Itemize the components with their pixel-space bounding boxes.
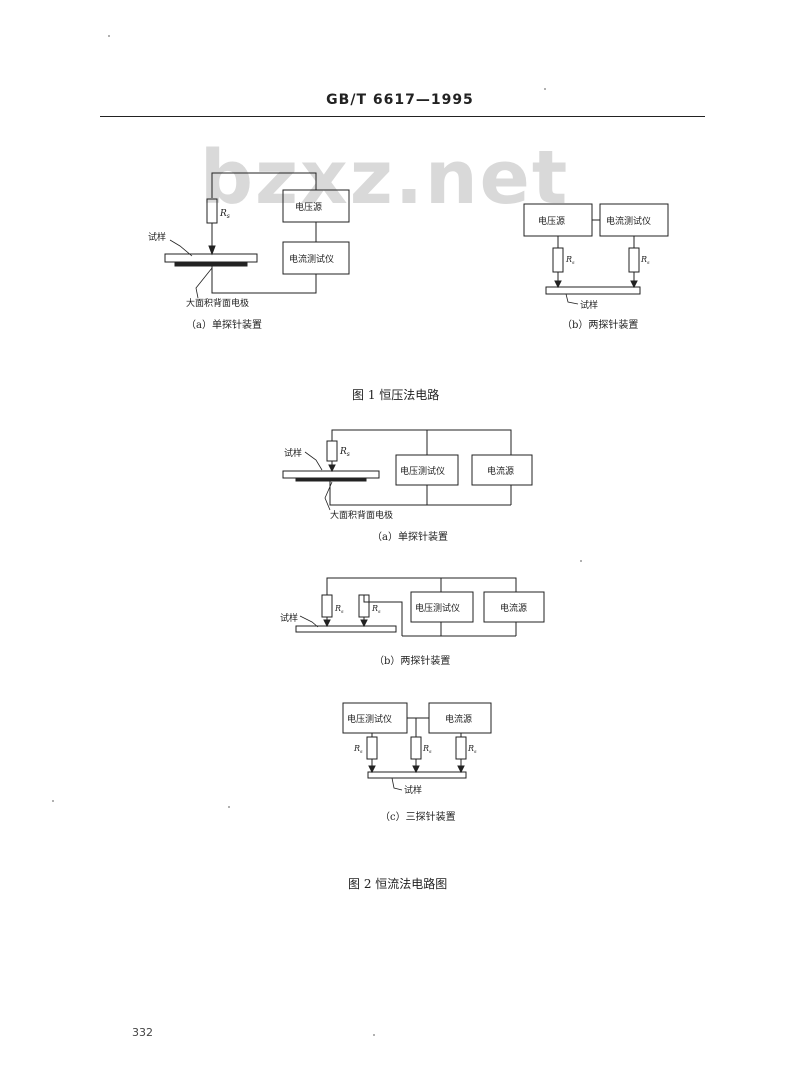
watermark: bzxz.net [200,135,570,221]
fig2c-resistor-middle [410,736,422,760]
fig2b-caption: （b）两探针装置 [374,656,451,667]
scan-speck [373,1034,375,1036]
fig1a-caption: （a）单探针装置 [186,320,262,331]
scan-speck [228,806,230,808]
fig1b-voltage-source-label: 电压源 [538,215,565,227]
fig1b-resistor-right-label: Rs [640,255,650,266]
fig2a-resistor-label: Rs [339,447,350,458]
scan-speck [544,88,546,90]
fig1b-caption: （b）两探针装置 [562,320,639,331]
figure1-caption: 图 1 恒压法电路 [352,388,440,402]
fig2a-sample-label: 试样 [284,447,302,459]
fig2b-resistor-left [321,594,333,618]
fig2b-sample-label: 试样 [280,612,298,624]
fig2c-resistor-left [366,736,378,760]
fig2c-caption: （c）三探针装置 [380,812,456,823]
fig1a-back-electrode [174,261,248,267]
fig1a-electrode-label: 大面积背面电极 [186,297,249,309]
fig2b-voltage-meter-label: 电压测试仪 [415,602,460,614]
fig1a-sample-plate [164,253,258,263]
fig2a-current-source-label: 电流源 [487,465,514,477]
figure2-caption: 图 2 恒流法电路图 [348,877,448,891]
fig2c-resistor-right [455,736,467,760]
fig1b-sample-plate [545,286,641,295]
fig1a-resistor [206,198,218,224]
fig2c-circuit [342,702,492,791]
fig1a-voltage-source-label: 电压源 [295,201,322,213]
scan-speck [580,560,582,562]
fig2c-voltage-meter-label: 电压测试仪 [347,713,392,725]
fig2a-back-electrode [295,477,367,482]
fig2b-resistor-left-label: Rs [334,604,344,615]
fig1b-resistor-left-label: Rs [565,255,575,266]
fig1b-sample-label: 试样 [580,299,598,311]
fig2a-sample-plate [282,470,380,479]
fig2b-sample-plate [295,625,397,633]
standard-header: GB/T 6617—1995 [326,92,474,108]
fig2b-resistor-right-label: Rs [371,604,381,615]
fig2c-resistor-right-label: Rs [467,744,477,755]
scan-speck [52,800,54,802]
fig1b-circuit [523,203,669,305]
fig2c-resistor-left-label: Rs [353,744,363,755]
fig2c-resistor-middle-label: Rs [422,744,432,755]
fig2a-caption: （a）单探针装置 [372,532,448,543]
fig2a-resistor [326,440,338,462]
fig1a-sample-label: 试样 [148,231,166,243]
fig2b-circuit [295,577,545,637]
page-number: 332 [132,1026,153,1039]
fig1b-resistor-left [552,247,564,273]
fig2a-circuit [282,429,533,511]
fig2b-voltage-meter-box [410,591,474,623]
fig1a-circuit [164,172,350,299]
fig2c-current-source-label: 电流源 [445,713,472,725]
fig2b-current-source-label: 电流源 [500,602,527,614]
fig2c-sample-label: 试样 [404,784,422,796]
fig1a-current-meter-label: 电流测试仪 [289,253,334,265]
fig1b-current-meter-label: 电流测试仪 [606,215,651,227]
fig1b-resistor-right [628,247,640,273]
fig2a-electrode-label: 大面积背面电极 [330,509,393,521]
fig2c-sample-plate [367,771,467,779]
fig2b-current-source-box [483,591,545,623]
scan-speck [108,35,110,37]
fig2a-voltage-meter-label: 电压测试仪 [400,465,445,477]
fig2a-current-source-box [471,454,533,486]
header-rule [100,116,705,117]
fig1a-resistor-label: Rs [219,209,230,220]
